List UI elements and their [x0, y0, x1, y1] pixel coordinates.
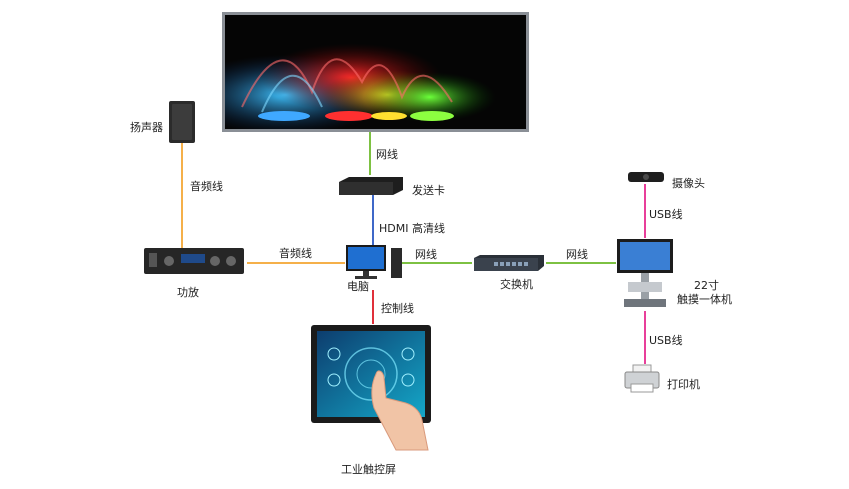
amp-pc-link-label: 音频线: [279, 247, 312, 260]
kiosk-name-label: 触摸一体机: [677, 293, 732, 306]
industrial-touchscreen-icon: [311, 325, 431, 451]
pc-switch-link-label: 网线: [415, 248, 437, 261]
printer-label: 打印机: [667, 378, 700, 391]
speaker-amp-link-label: 音频线: [190, 180, 223, 193]
sender-card-icon: [339, 177, 403, 195]
touch-kiosk-icon: [617, 239, 673, 307]
amplifier-icon: [144, 248, 244, 274]
computer-label: 电脑: [347, 280, 369, 293]
sender-card-label: 发送卡: [412, 184, 445, 197]
pc-touchscreen-link-label: 控制线: [381, 302, 414, 315]
camera-label: 摄像头: [672, 177, 705, 190]
printer-icon: [624, 364, 660, 393]
switch-label: 交换机: [500, 278, 533, 291]
amplifier-label: 功放: [177, 286, 199, 299]
camera-icon: [628, 172, 664, 182]
speaker-label: 扬声器: [130, 121, 163, 134]
camera-kiosk-link-label: USB线: [649, 208, 683, 221]
switch-kiosk-link-label: 网线: [566, 248, 588, 261]
sender-pc-link-label: HDMI 高清线: [379, 222, 445, 235]
network-switch-icon: [474, 255, 544, 271]
computer-icon: [346, 245, 402, 279]
touchscreen-label: 工业触控屏: [341, 463, 396, 476]
speaker-icon: [169, 101, 195, 143]
led-display-wall: [222, 12, 529, 132]
led-sender-link-label: 网线: [376, 148, 398, 161]
kiosk-printer-link-label: USB线: [649, 334, 683, 347]
kiosk-size-label: 22寸: [694, 279, 719, 292]
